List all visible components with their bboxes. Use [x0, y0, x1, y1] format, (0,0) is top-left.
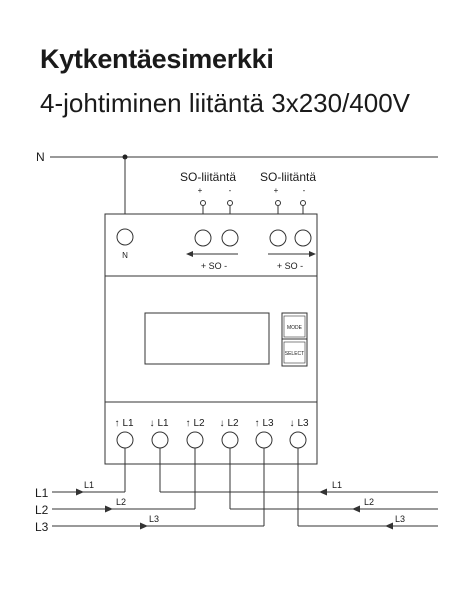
- l2-in-arrow: [105, 505, 113, 513]
- terminal-2-label: L1: [157, 418, 169, 429]
- terminal-6-label: L3: [297, 418, 309, 429]
- so-port-2-bottom-label: + SO -: [277, 261, 303, 271]
- terminal-1-label: L1: [122, 418, 134, 429]
- supply-l1-label: L1: [35, 486, 49, 500]
- so-port-2-minus-terminal: [294, 229, 312, 247]
- supply-l3-label: L3: [35, 520, 49, 534]
- so-port-1-plus-terminal: [194, 229, 212, 247]
- l1-in-wire-label: L1: [84, 480, 94, 490]
- l3-in-wire-label: L3: [149, 514, 159, 524]
- l1-out-arrow: [319, 488, 327, 496]
- select-button-label: SELECT: [285, 351, 304, 357]
- l1-in-arrow: [76, 488, 84, 496]
- terminal-1-arrow: ↑: [115, 418, 120, 429]
- so-port-1-bottom-label: + SO -: [201, 261, 227, 271]
- so-port-2-arrow-head: [309, 251, 316, 257]
- terminal-4-label: L2: [227, 418, 239, 429]
- so-port-2-caption: SO-liitäntä: [260, 170, 316, 184]
- l2-in-wire-label: L2: [116, 497, 126, 507]
- select-button-inner: [283, 341, 306, 364]
- so-port-2-plus-terminal: [269, 229, 287, 247]
- l3-out-wire-label: L3: [395, 514, 405, 524]
- so-port-1-minus-terminal: [221, 229, 239, 247]
- terminal-l2-out: [221, 431, 239, 449]
- terminal-4-arrow: ↓: [220, 418, 225, 429]
- l1-out-wire-label: L1: [332, 480, 342, 490]
- terminal-3-arrow: ↑: [186, 418, 191, 429]
- so-port-1-plus-label: +: [198, 186, 203, 195]
- diagram-subtitle: 4-johtiminen liitäntä 3x230/400V: [40, 88, 411, 118]
- terminal-l2-in: [186, 431, 204, 449]
- so-port-2-plus-label: +: [274, 186, 279, 195]
- terminal-2-arrow: ↓: [150, 418, 155, 429]
- neutral-line-label: N: [36, 150, 45, 164]
- mode-button-inner: [283, 315, 306, 338]
- terminal-6-arrow: ↓: [290, 418, 295, 429]
- meter-display: [144, 312, 270, 365]
- so-port-1-caption: SO-liitäntä: [180, 170, 236, 184]
- diagram-title: Kytkentäesimerkki: [40, 44, 274, 74]
- mode-button-label: MODE: [287, 325, 303, 331]
- l2-out-arrow: [352, 505, 360, 513]
- l2-out-wire-label: L2: [364, 497, 374, 507]
- terminal-l1-out: [151, 431, 169, 449]
- supply-l2-label: L2: [35, 503, 49, 517]
- so-port-2-minus-contact: [300, 200, 306, 206]
- l3-out-arrow: [385, 522, 393, 530]
- terminal-3-label: L2: [193, 418, 205, 429]
- l3-in-arrow: [140, 522, 148, 530]
- so-port-1-minus-contact: [227, 200, 233, 206]
- neutral-terminal: [116, 228, 134, 246]
- terminal-5-arrow: ↑: [255, 418, 260, 429]
- terminal-l1-in: [116, 431, 134, 449]
- so-port-1-arrow-head: [186, 251, 193, 257]
- terminal-5-label: L3: [262, 418, 274, 429]
- neutral-terminal-label: N: [122, 251, 128, 260]
- terminal-l3-out: [289, 431, 307, 449]
- so-port-2-plus-contact: [275, 200, 281, 206]
- so-port-2-minus-label: -: [303, 186, 306, 195]
- so-port-1-plus-contact: [200, 200, 206, 206]
- terminal-l3-in: [255, 431, 273, 449]
- so-port-1-minus-label: -: [229, 186, 232, 195]
